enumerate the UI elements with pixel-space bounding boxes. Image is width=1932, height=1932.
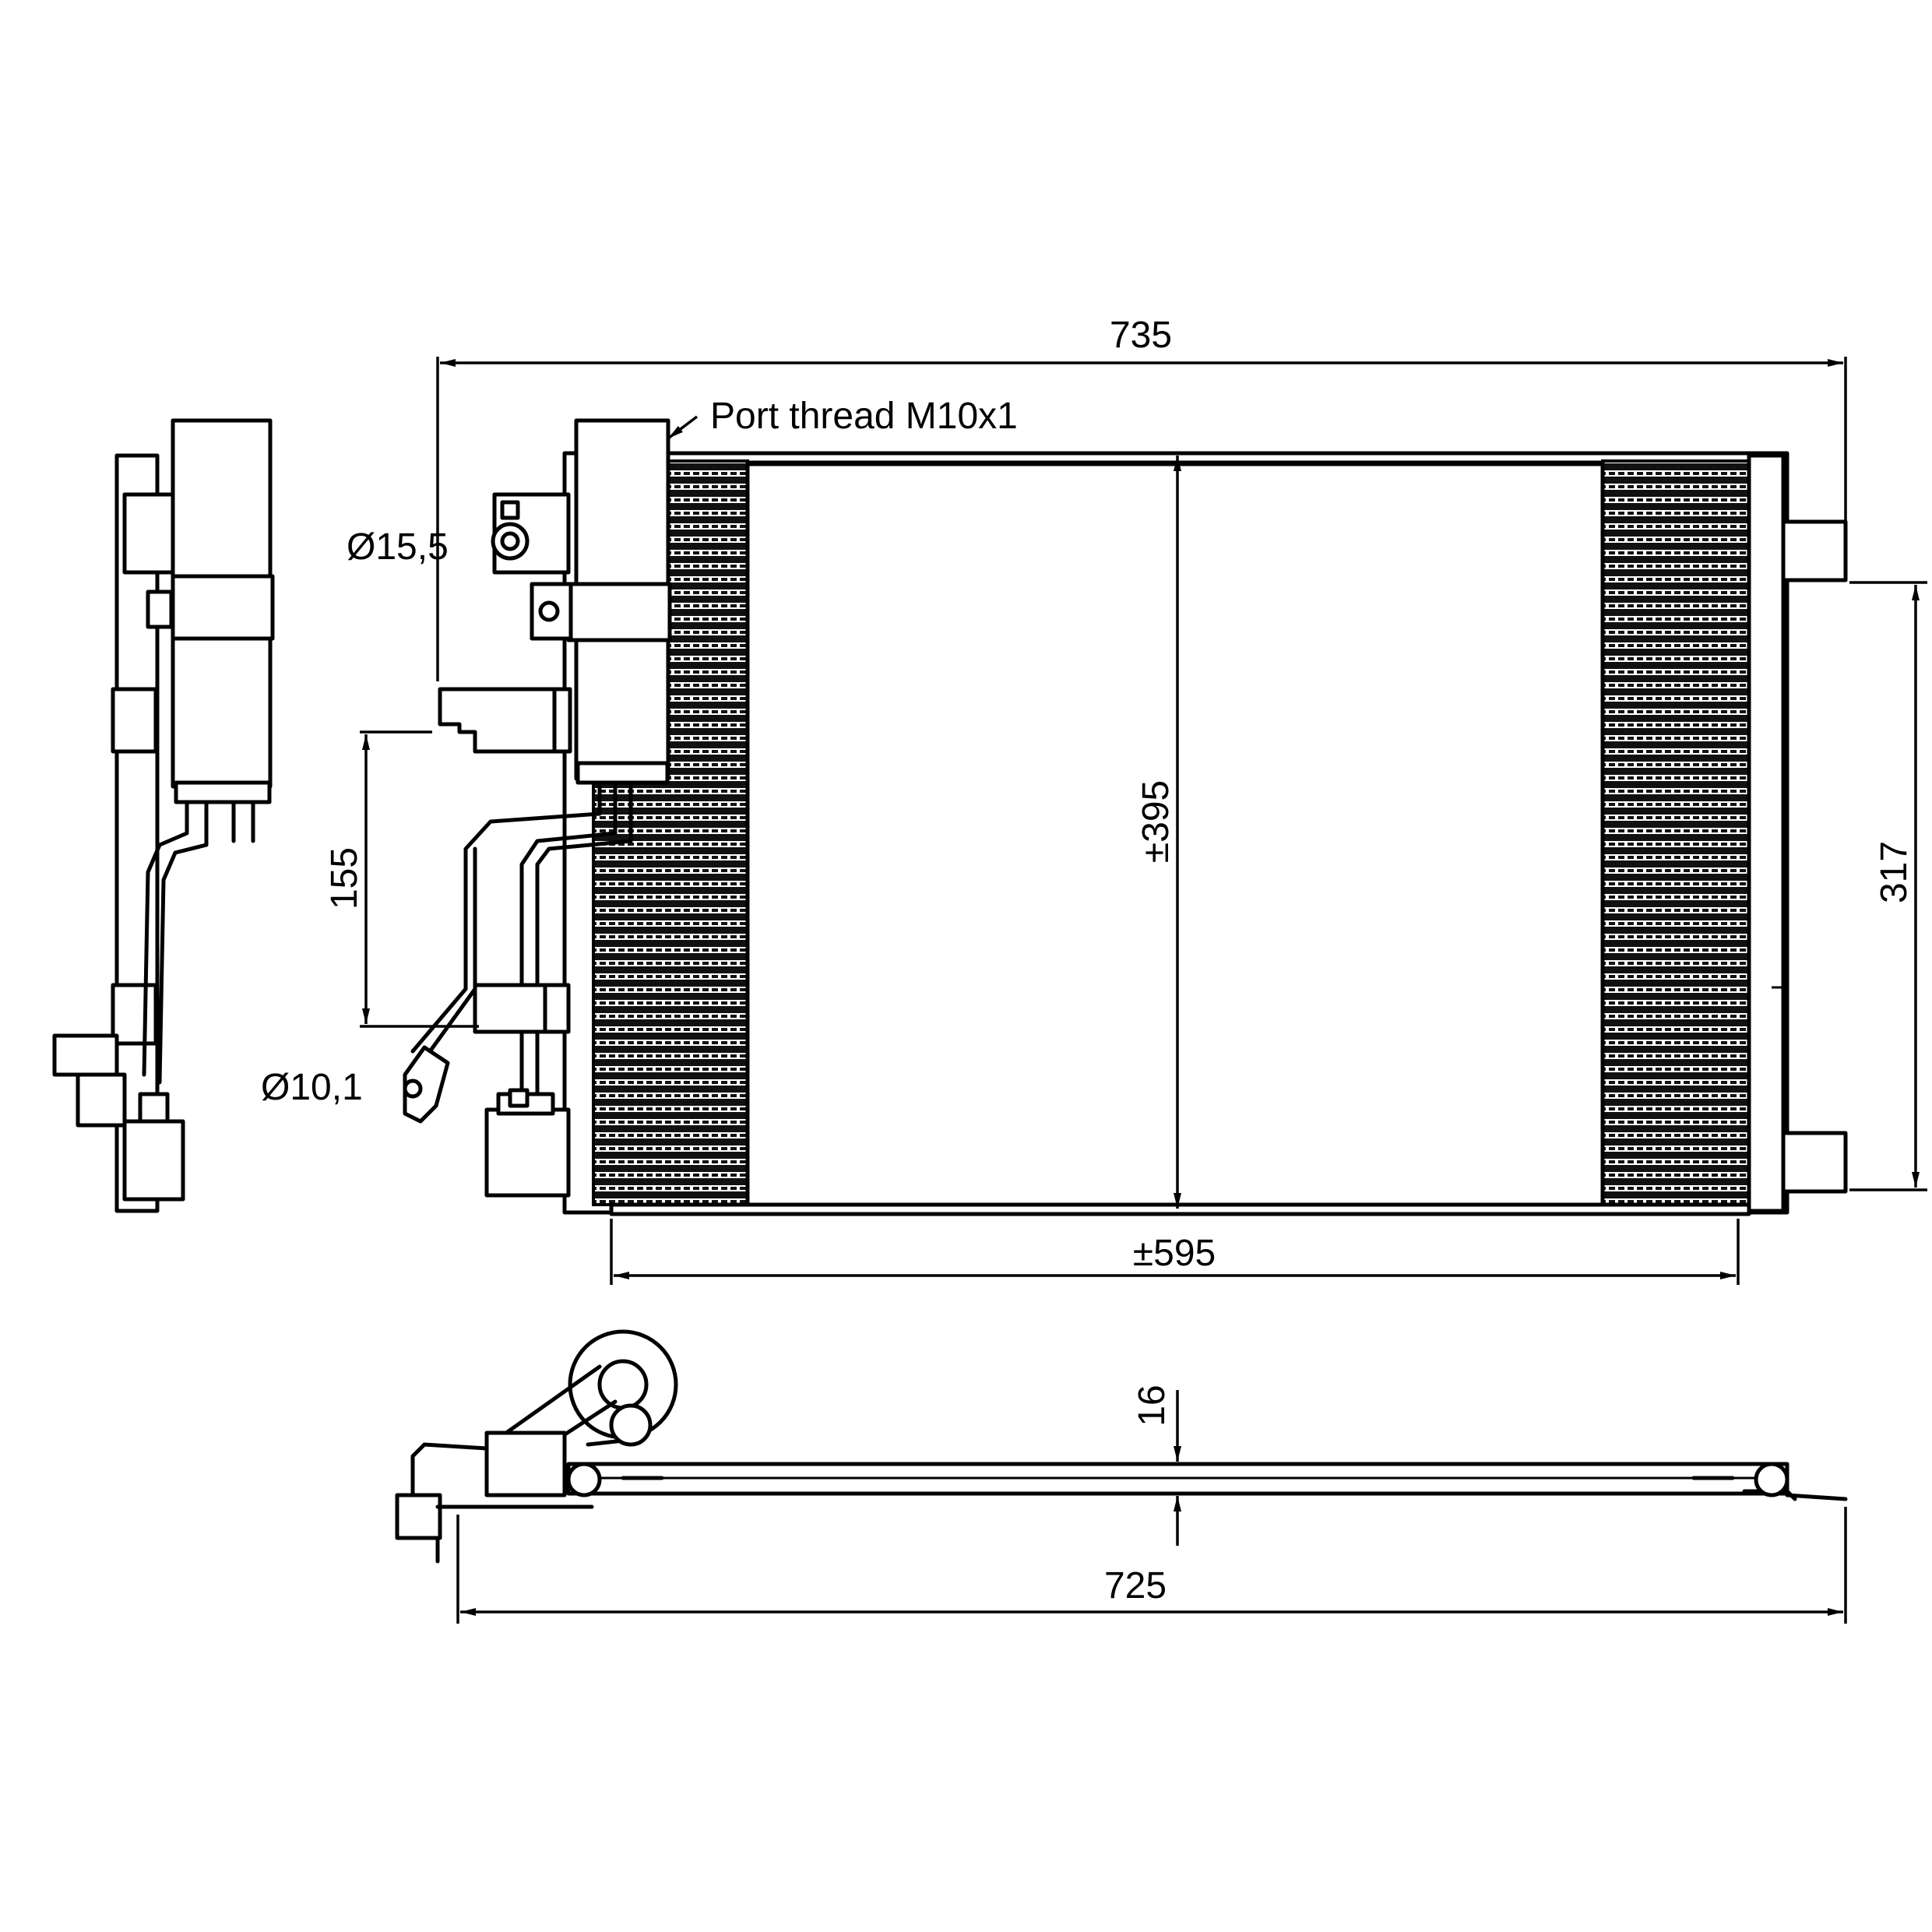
bottom-view bbox=[395, 1329, 1848, 1564]
label-395: ±395 bbox=[1135, 780, 1177, 863]
front-view bbox=[403, 418, 1848, 1216]
fin-block-right bbox=[1601, 459, 1751, 1206]
label-diameter-10-1: Ø10,1 bbox=[261, 1067, 363, 1108]
dimension-labels: 735 Port thread M10x1 Ø15,5 Ø10,1 155 ±3… bbox=[261, 315, 1915, 1606]
label-725: 725 bbox=[1104, 1565, 1167, 1606]
label-155: 155 bbox=[324, 847, 365, 910]
side-view bbox=[52, 418, 275, 1213]
dimension-lines bbox=[360, 357, 1927, 1624]
label-317: 317 bbox=[1874, 841, 1915, 903]
label-735: 735 bbox=[1110, 315, 1172, 356]
label-diameter-15-5: Ø15,5 bbox=[347, 526, 449, 568]
label-16: 16 bbox=[1131, 1385, 1173, 1426]
label-595: ±595 bbox=[1133, 1233, 1216, 1274]
label-port-thread: Port thread M10x1 bbox=[710, 396, 1018, 437]
